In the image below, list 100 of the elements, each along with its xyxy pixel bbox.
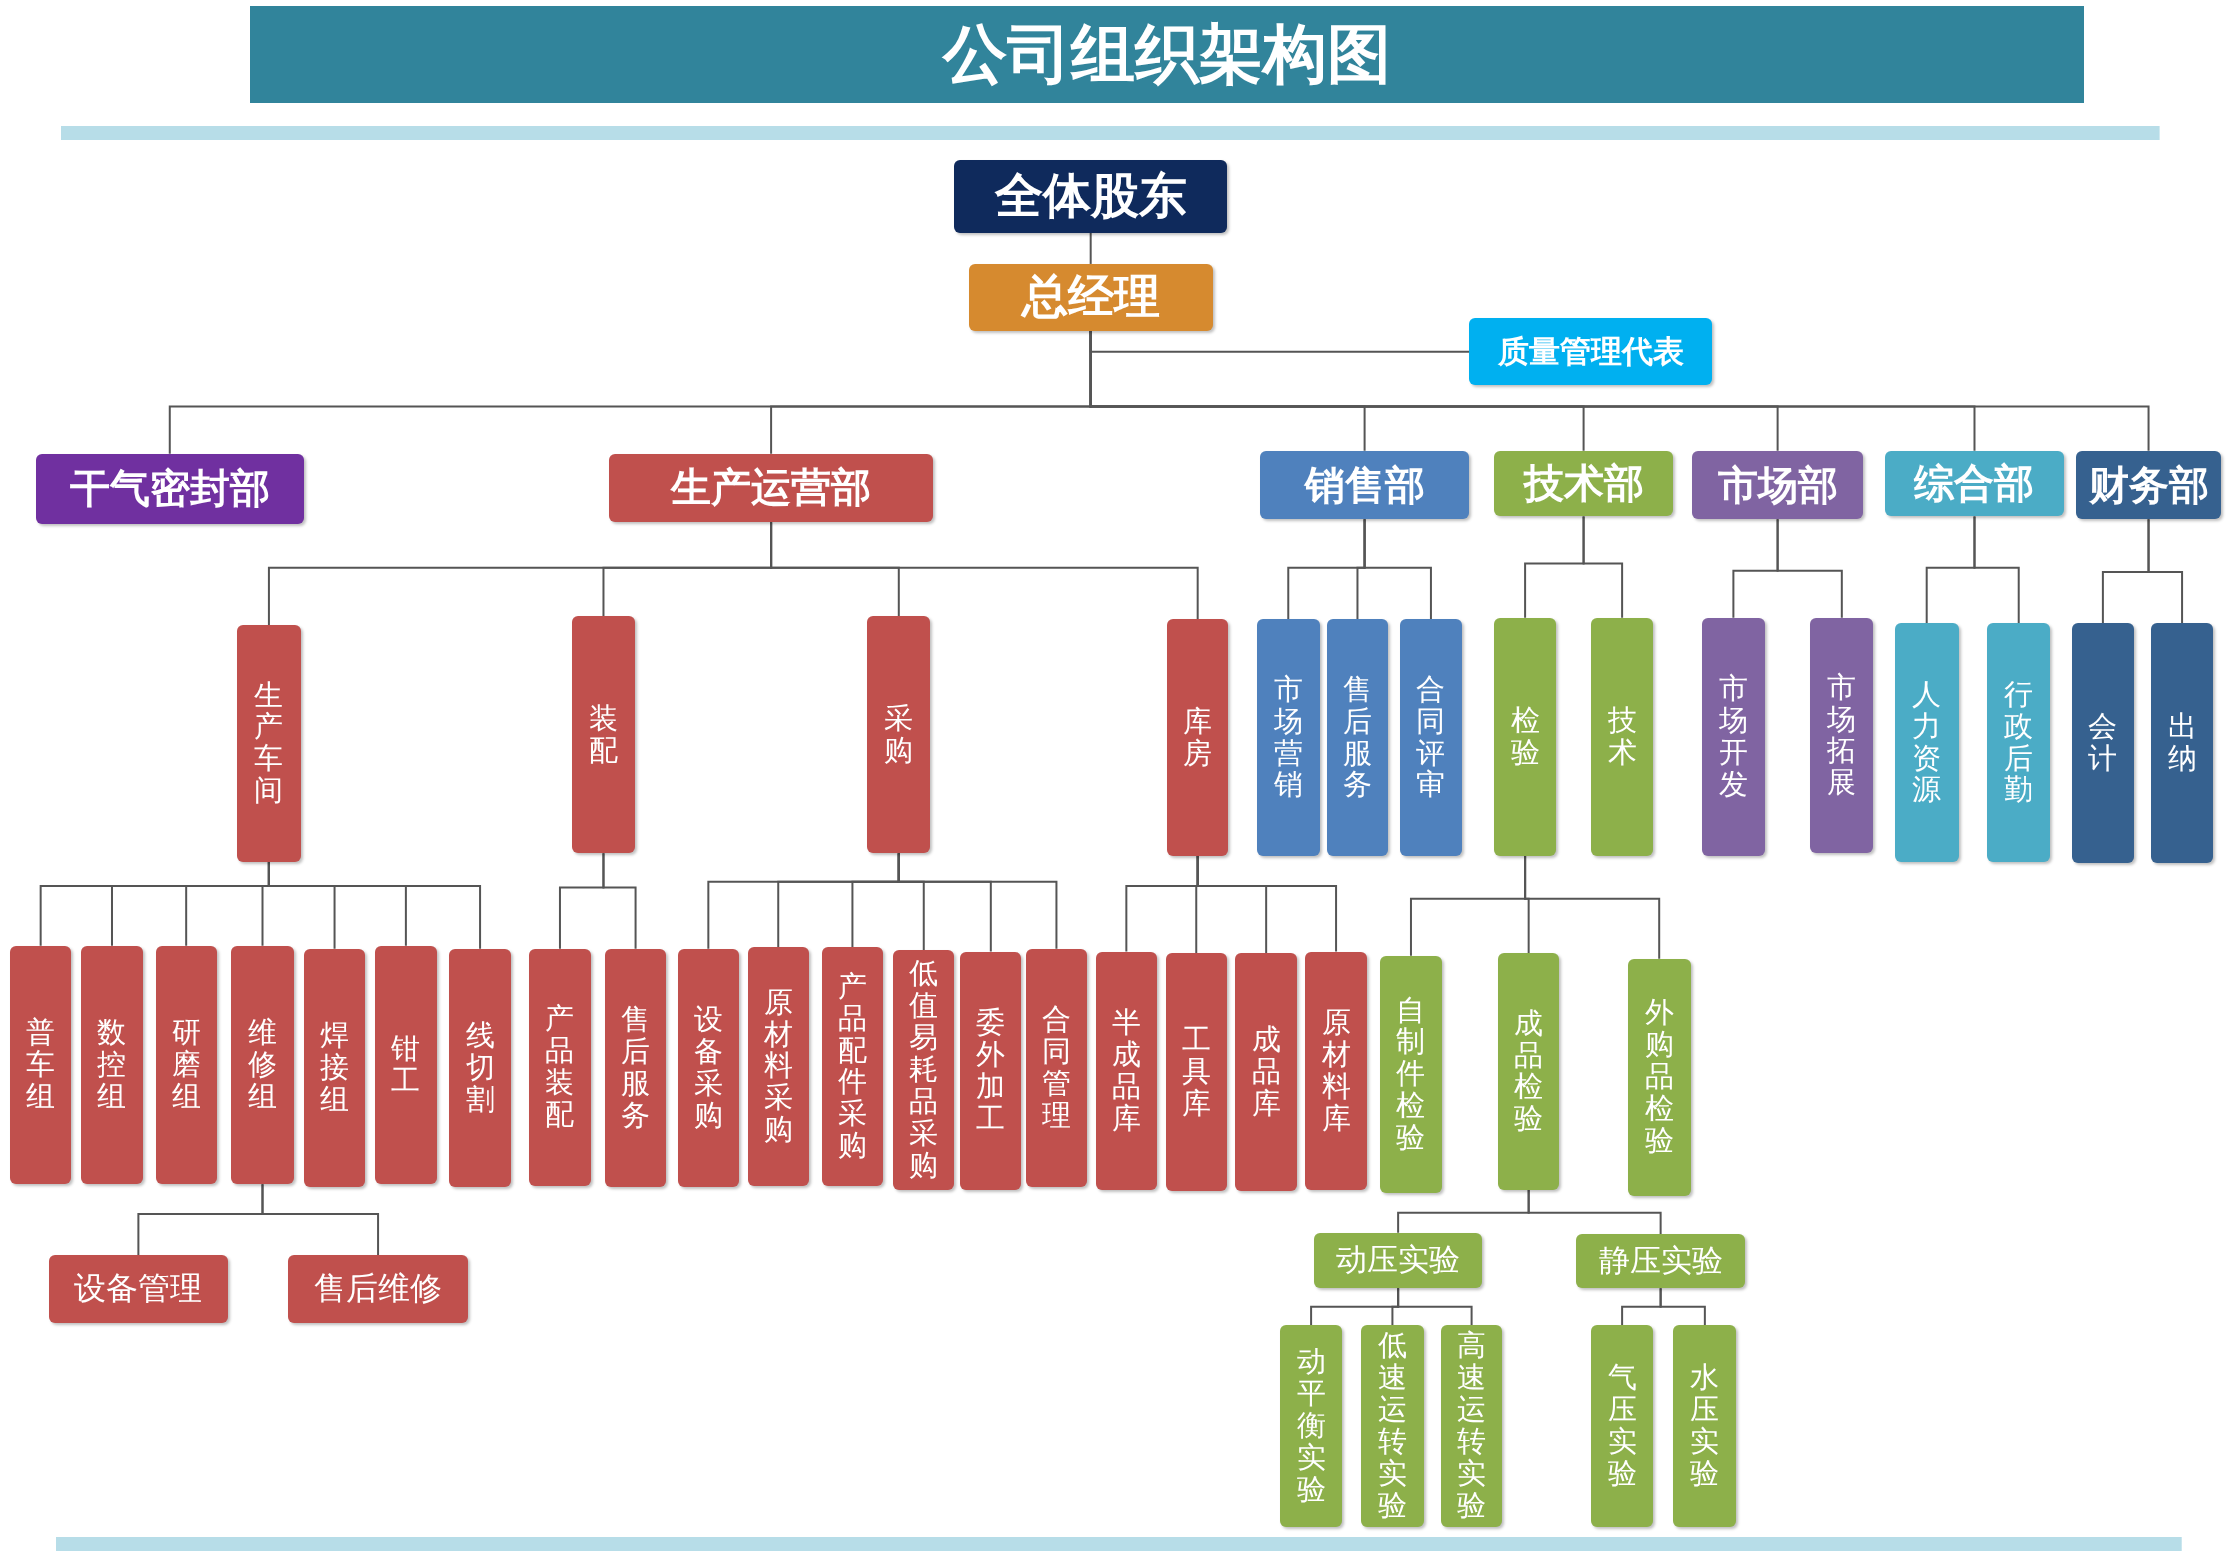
box-label: 线切割 — [465, 1020, 495, 1116]
box-label: 成品检验 — [1514, 1007, 1544, 1136]
box-label: 生产运营部 — [671, 463, 872, 513]
box-label: 原材料采购 — [763, 986, 793, 1147]
org-box — [1498, 953, 1560, 1190]
org-box — [960, 951, 1022, 1190]
connector-line — [261, 1183, 380, 1257]
connector-line — [602, 852, 637, 950]
connector-line — [1659, 1287, 1706, 1327]
org-box — [1576, 1234, 1745, 1289]
org-box — [1165, 953, 1227, 1192]
org-box — [303, 948, 366, 1187]
org-box — [747, 947, 809, 1186]
box-label: 市场拓展 — [1827, 671, 1857, 800]
org-box — [1987, 623, 2051, 862]
org-box — [1702, 617, 1765, 856]
box-label: 设备采购 — [693, 1004, 723, 1132]
box-label: 研磨组 — [171, 1017, 201, 1113]
connector-line — [267, 860, 482, 950]
box-label: 静压实验 — [1598, 1241, 1723, 1281]
org-box — [572, 616, 635, 854]
box-label: 半成品库 — [1111, 1006, 1141, 1135]
org-box — [1493, 617, 1557, 856]
connector-line — [1776, 518, 1843, 619]
box-label: 综合部 — [1914, 459, 2035, 509]
org-box — [677, 948, 739, 1187]
box-label: 合同管理 — [1041, 1004, 1071, 1132]
org-box — [1235, 953, 1297, 1192]
box-label: 干气密封部 — [69, 464, 270, 514]
connector-line — [1196, 855, 1338, 953]
org-box — [2071, 623, 2135, 864]
box-label: 产品装配 — [545, 1003, 575, 1131]
box-label: 普车组 — [26, 1017, 56, 1113]
org-box — [10, 945, 72, 1185]
org-box — [231, 945, 294, 1185]
org-box — [449, 948, 511, 1187]
org-box — [2075, 450, 2222, 520]
org-box — [1256, 619, 1320, 856]
org-box — [1590, 617, 1654, 856]
org-box — [236, 624, 301, 862]
box-label: 售后服务 — [1342, 673, 1372, 802]
connector-line — [1363, 518, 1432, 621]
box-label: 动平衡实验 — [1296, 1346, 1326, 1506]
box-label: 装配 — [588, 702, 618, 767]
org-box — [155, 945, 217, 1185]
connector-line — [1524, 855, 1661, 960]
box-label: 质量管理代表 — [1497, 331, 1684, 371]
box-label: 钳工 — [391, 1033, 421, 1097]
connector-line — [1582, 515, 1624, 619]
box-label: 低值易耗品采购 — [909, 958, 939, 1182]
org-box — [1440, 1325, 1503, 1527]
box-label: 外购品检验 — [1644, 997, 1674, 1157]
box-label: 会计 — [2088, 711, 2118, 776]
org-box — [529, 948, 591, 1186]
box-label: 气压实验 — [1607, 1362, 1637, 1490]
org-box — [1095, 951, 1157, 1190]
box-label: 工具库 — [1181, 1024, 1211, 1120]
box-label: 出纳 — [2167, 711, 2197, 776]
box-label: 人力资源 — [1912, 678, 1942, 807]
box-label: 库房 — [1183, 705, 1213, 770]
connector-line — [1089, 231, 1092, 265]
org-box — [1692, 450, 1864, 520]
org-box — [968, 263, 1213, 331]
box-label: 全体股东 — [994, 166, 1187, 226]
box-label: 行政后勤 — [2004, 678, 2034, 807]
box-label: 检验 — [1510, 704, 1540, 769]
org-box — [867, 616, 931, 854]
box-label: 财务部 — [2088, 460, 2209, 510]
org-box — [1167, 619, 1229, 856]
box-label: 技术部 — [1523, 459, 1644, 509]
org-box — [1894, 623, 1959, 862]
org-box — [375, 945, 437, 1185]
box-label: 高速运转实验 — [1457, 1330, 1487, 1522]
org-box — [35, 453, 304, 524]
box-label: 原材料库 — [1321, 1006, 1351, 1135]
box-label: 自制件检验 — [1396, 994, 1426, 1154]
connector-line — [1527, 1188, 1662, 1236]
org-box — [1305, 951, 1367, 1190]
org-box — [1590, 1325, 1654, 1527]
connector-line — [770, 521, 1199, 621]
org-box — [1326, 619, 1389, 856]
box-label: 市场开发 — [1718, 673, 1748, 801]
box-label: 低速运转实验 — [1377, 1330, 1407, 1522]
box-label: 设备管理 — [74, 1267, 203, 1309]
box-label: 售后服务 — [621, 1004, 651, 1132]
box-label: 采购 — [884, 702, 914, 767]
box-label: 委外加工 — [976, 1006, 1006, 1135]
org-box — [1313, 1232, 1483, 1289]
box-label: 技术 — [1607, 704, 1637, 769]
org-box — [609, 453, 933, 523]
org-box — [81, 945, 143, 1185]
box-label: 动压实验 — [1336, 1240, 1461, 1280]
org-box — [821, 947, 884, 1186]
org-box — [1884, 450, 2065, 517]
org-box — [1627, 958, 1691, 1196]
box-label: 销售部 — [1304, 460, 1425, 510]
org-box — [1259, 450, 1470, 520]
org-box — [1399, 619, 1463, 856]
org-box — [1279, 1325, 1343, 1527]
org-box — [1361, 1325, 1424, 1527]
